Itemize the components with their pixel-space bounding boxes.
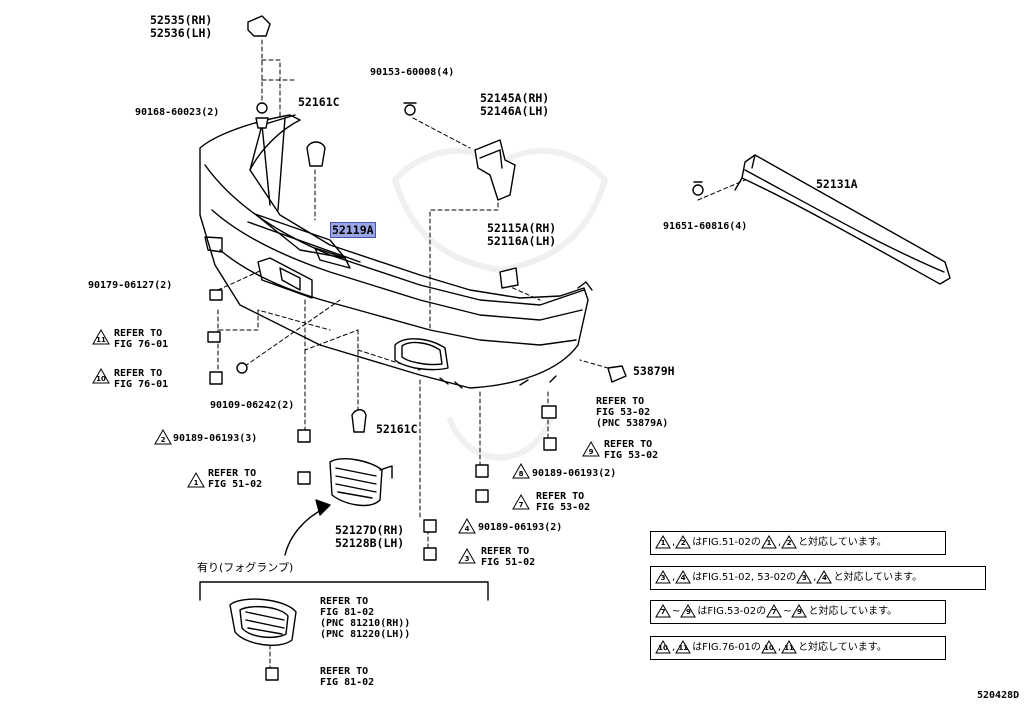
label-90189-c: 90189-06193(2) xyxy=(478,522,563,533)
bolt-icon xyxy=(207,102,704,681)
triangle-3-icon: 3 xyxy=(458,547,476,564)
diagram-id: 520428D xyxy=(977,690,1020,701)
triangle-11-icon: 11 xyxy=(92,328,110,345)
label-52536: 52536(LH) xyxy=(150,26,213,40)
svg-text:2: 2 xyxy=(161,436,166,444)
triangle-icon: 10 xyxy=(655,640,671,654)
label-91651: 91651-60816(4) xyxy=(663,221,748,232)
triangle-7-icon: 7 xyxy=(512,493,530,510)
svg-text:9: 9 xyxy=(589,448,594,456)
triangle-9-icon: 9 xyxy=(582,440,600,457)
label-52127d: 52127D(RH) xyxy=(335,523,405,537)
svg-text:8: 8 xyxy=(519,470,524,478)
triangle-icon: 1 xyxy=(655,535,671,549)
triangle-icon: 11 xyxy=(675,640,692,654)
label-90153: 90153-60008(4) xyxy=(370,67,455,78)
label-52116a: 52116A(LH) xyxy=(487,234,557,248)
triangle-2-icon: 2 xyxy=(154,428,172,445)
triangle-icon: 7 xyxy=(655,604,671,618)
label-90109: 90109-06242(2) xyxy=(210,400,295,411)
svg-text:3: 3 xyxy=(465,555,470,563)
label-90168: 90168-60023(2) xyxy=(135,107,220,118)
triangle-10-icon: 10 xyxy=(92,367,110,384)
triangle-1-icon: 1 xyxy=(187,471,205,488)
label-90189-b: 90189-06193(2) xyxy=(532,468,617,479)
label-52535: 52535(RH) xyxy=(150,13,213,27)
grille-icon xyxy=(329,458,393,507)
triangle-icon: 4 xyxy=(816,570,833,584)
fog-lamp-icon xyxy=(229,598,297,646)
triangle-icon: 3 xyxy=(796,570,813,584)
label-90189-a: 90189-06193(3) xyxy=(173,433,258,444)
clip-icon xyxy=(247,15,271,37)
triangle-icon: 2 xyxy=(781,535,797,549)
label-52119a-highlighted[interactable]: 52119A xyxy=(330,222,376,238)
label-53879h: 53879H xyxy=(633,364,675,378)
svg-text:10: 10 xyxy=(96,375,106,383)
retainer-icon xyxy=(499,267,519,289)
label-52161c-mid: 52161C xyxy=(376,422,418,436)
label-52161c-top: 52161C xyxy=(298,95,340,109)
arrow-icon xyxy=(284,507,326,556)
label-52115a: 52115A(RH) xyxy=(487,221,557,235)
triangle-icon: 11 xyxy=(781,640,797,654)
triangle-icon: 4 xyxy=(675,570,692,584)
label-90179: 90179-06127(2) xyxy=(88,280,173,291)
triangle-icon: 9 xyxy=(680,604,697,618)
bracket-icon xyxy=(474,139,516,201)
svg-text:11: 11 xyxy=(96,336,106,344)
bumper-cover-icon xyxy=(199,114,593,389)
label-52131a: 52131A xyxy=(816,177,858,191)
triangle-icon: 9 xyxy=(791,604,808,618)
label-52128b: 52128B(LH) xyxy=(335,536,405,550)
label-52145a: 52145A(RH) xyxy=(480,91,550,105)
fog-lamp-section-title: 有り(フォグランプ) xyxy=(197,561,294,574)
svg-text:1: 1 xyxy=(194,479,199,487)
triangle-icon: 7 xyxy=(766,604,782,618)
triangle-icon: 1 xyxy=(761,535,777,549)
triangle-8-icon: 8 xyxy=(512,462,530,479)
svg-text:4: 4 xyxy=(465,525,470,533)
label-52146a: 52146A(LH) xyxy=(480,104,550,118)
reinforcement-icon xyxy=(734,154,951,285)
ref-triangles: 11 10 2 1 9 8 7 4 3 xyxy=(92,328,600,564)
triangle-icon: 10 xyxy=(761,640,777,654)
triangle-4-icon: 4 xyxy=(458,517,476,534)
triangle-icon: 3 xyxy=(655,570,671,584)
triangle-icon: 2 xyxy=(675,535,692,549)
svg-text:7: 7 xyxy=(519,501,524,509)
